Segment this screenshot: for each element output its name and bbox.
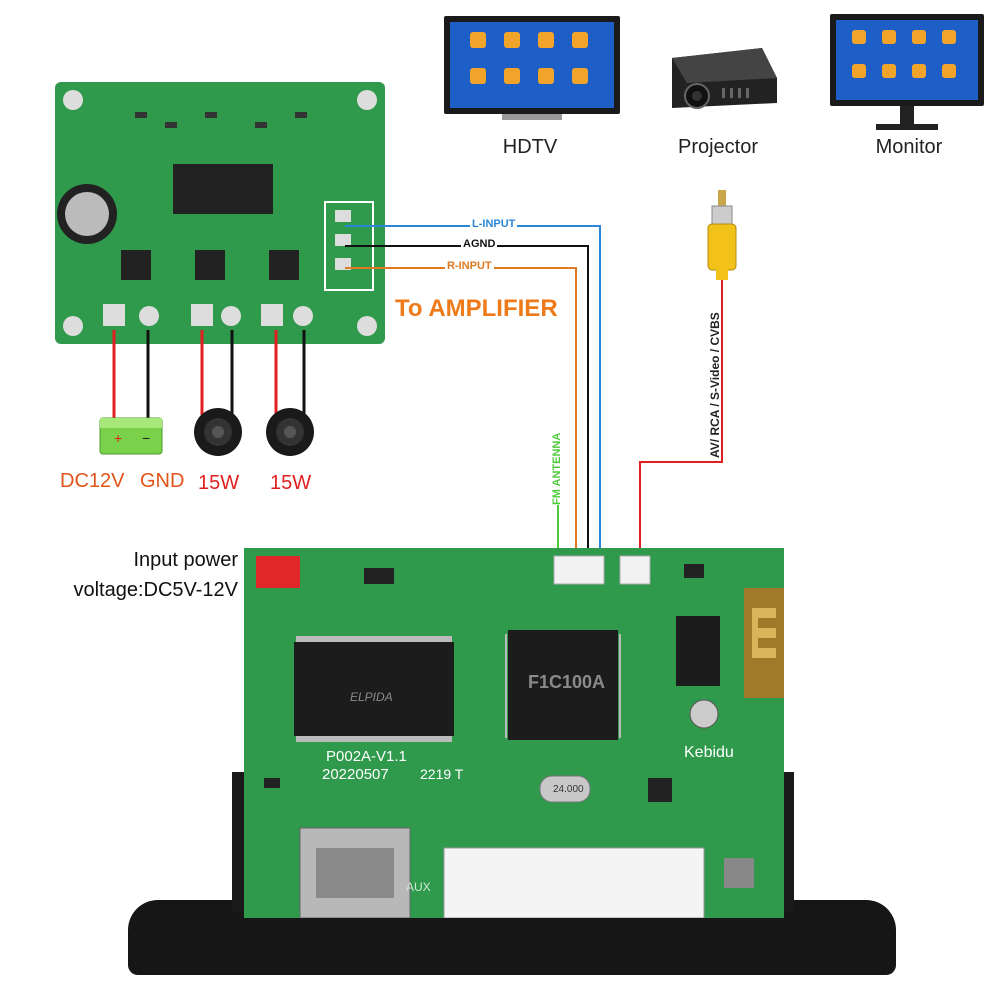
av-output-wire — [639, 280, 723, 572]
r-input-label: R-INPUT — [445, 260, 494, 272]
mp3-board-art — [256, 555, 784, 919]
r-input-wire — [345, 267, 577, 572]
speaker-right-icon — [266, 408, 314, 456]
to-amplifier-label: To AMPLIFIER — [395, 295, 558, 322]
rca-plug-icon — [707, 190, 737, 280]
input-power-label: Input power voltage:DC5V-12V — [20, 545, 238, 605]
speaker-left-icon — [194, 408, 242, 456]
battery-icon: + − — [99, 417, 163, 455]
monitor-label: Monitor — [875, 136, 943, 158]
monitor-device — [828, 12, 988, 134]
board-model-label: P002A-V1.1 — [326, 748, 407, 765]
projector-icon — [672, 48, 777, 109]
svg-text:+: + — [114, 430, 122, 446]
crystal-label: 24.000 — [553, 784, 584, 795]
l-input-label: L-INPUT — [470, 218, 518, 230]
mp3-board — [244, 548, 784, 919]
svg-text:−: − — [142, 430, 150, 446]
projector-label: Projector — [677, 136, 759, 158]
input-power-line1: Input power — [133, 549, 238, 571]
l-input-wire — [345, 225, 601, 572]
ram-chip-label: ELPIDA — [350, 690, 393, 704]
monitor-icon — [830, 14, 984, 130]
speaker-left-label: 15W — [198, 472, 240, 494]
projector-device — [662, 38, 782, 118]
board-date-label: 20220507 — [322, 766, 389, 783]
agnd-label: AGND — [461, 238, 498, 250]
fm-antenna-label: FM ANTENNA — [551, 432, 563, 505]
gnd-label: GND — [140, 470, 185, 492]
hdtv-device — [442, 14, 622, 124]
hdtv-label: HDTV — [502, 136, 558, 158]
speaker-right-label: 15W — [270, 472, 312, 494]
hdtv-icon — [444, 16, 620, 120]
board-aux-label: AUX — [406, 880, 431, 894]
main-chip-label: F1C100A — [528, 672, 606, 692]
amplifier-board-art — [57, 90, 377, 336]
input-power-line2: voltage:DC5V-12V — [73, 579, 238, 601]
agnd-wire — [345, 245, 589, 572]
board-brand-label: Kebidu — [684, 744, 734, 761]
av-output-label: AV/ RCA / S-Video / CVBS — [708, 312, 722, 458]
board-lot-label: 2219 T — [420, 766, 464, 782]
dc12v-label: DC12V — [60, 470, 125, 492]
amplifier-board — [55, 82, 385, 344]
